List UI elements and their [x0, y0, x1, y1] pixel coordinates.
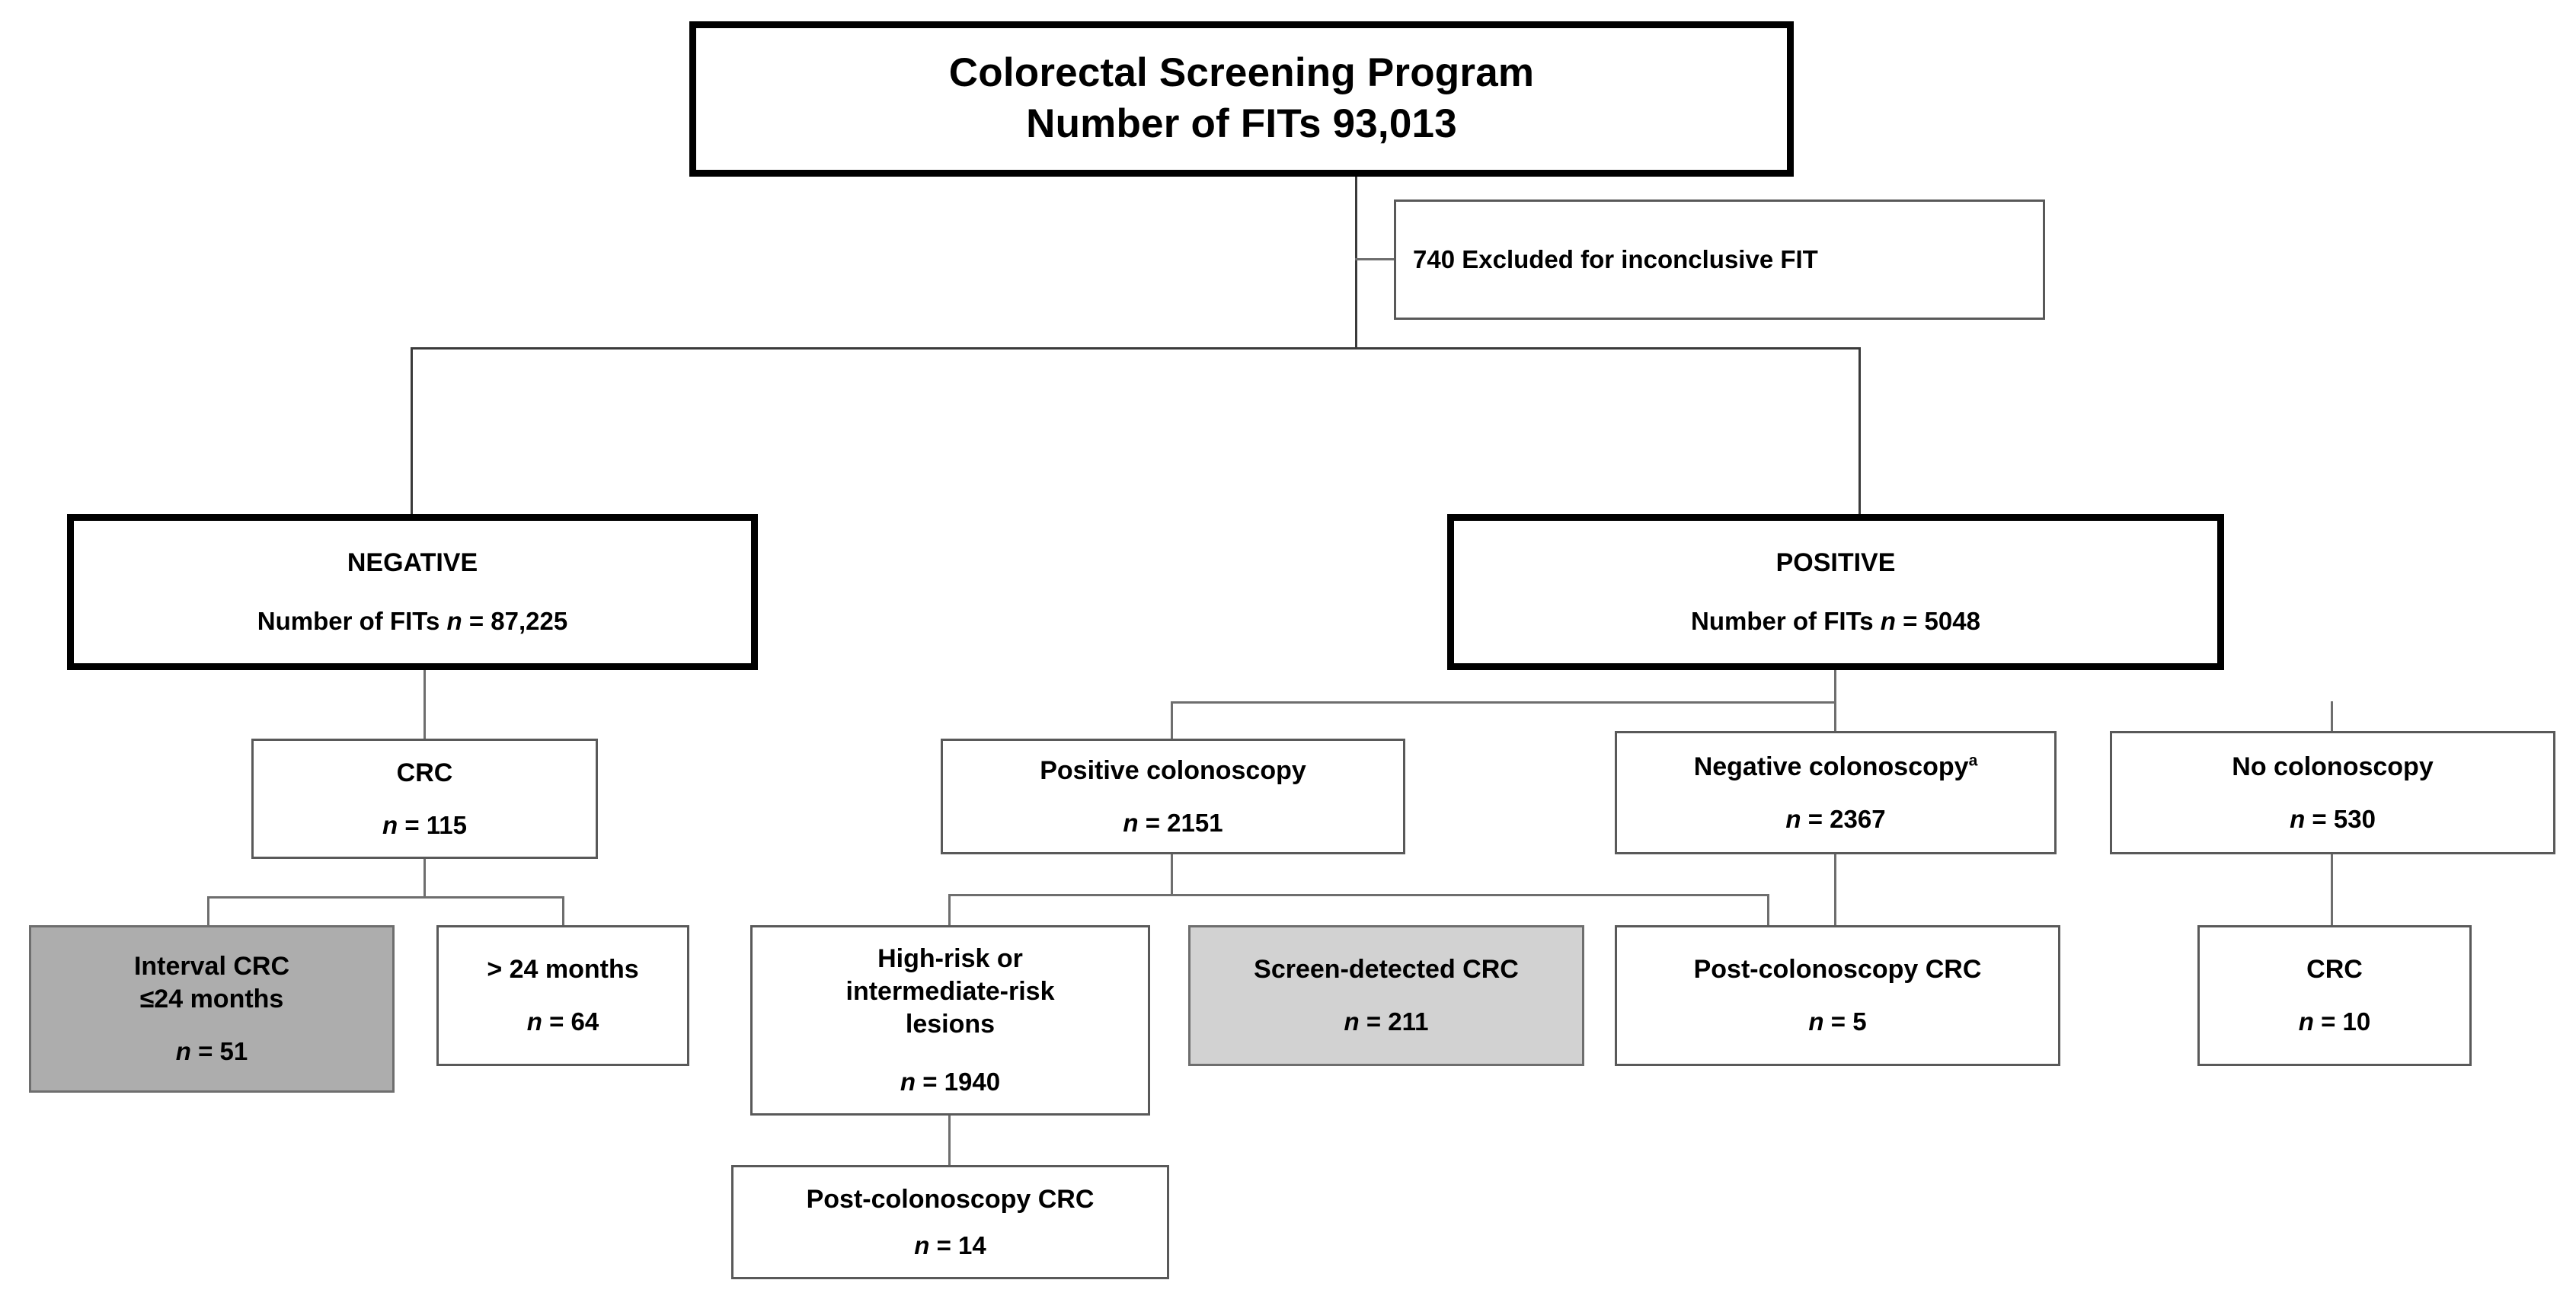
high-risk-line2: intermediate-risk	[845, 976, 1055, 1006]
negative-detail: Number of FITs n = 87,225	[257, 607, 568, 636]
connector-crc-to-interval	[207, 896, 209, 927]
screen-detected-crc-count: n = 211	[1344, 1007, 1429, 1036]
connector-highrisk-to-postcolo	[948, 1116, 951, 1166]
no-colonoscopy-count: n = 530	[2290, 804, 2376, 833]
node-over-24-months[interactable]: > 24 months n = 64	[436, 925, 689, 1066]
positive-colonoscopy-count: n = 2151	[1123, 808, 1223, 837]
interval-crc-count: n = 51	[175, 1037, 248, 1066]
connector-poscolo-stem	[1171, 854, 1173, 895]
node-excluded[interactable]: 740 Excluded for inconclusive FIT	[1394, 200, 2045, 320]
node-high-risk-lesions[interactable]: High-risk or intermediate-risk lesions n…	[750, 925, 1150, 1116]
no-colonoscopy-heading: No colonoscopy	[2232, 752, 2434, 781]
high-risk-line3: lesions	[905, 1009, 996, 1039]
connector-bus-to-negative	[411, 347, 413, 515]
positive-colonoscopy-heading: Positive colonoscopy	[1040, 755, 1306, 785]
connector-root-stem	[1355, 177, 1357, 349]
high-risk-line1: High-risk or	[877, 943, 1023, 973]
connector-crc-to-over24	[562, 896, 564, 927]
post-colonoscopy-crc-neg-count: n = 5	[1808, 1007, 1867, 1036]
footnote-marker-a: a	[1968, 752, 1978, 770]
node-negative-colonoscopy[interactable]: Negative colonoscopya n = 2367	[1615, 731, 2057, 854]
over-24-heading: > 24 months	[487, 955, 639, 985]
root-title-line1: Colorectal Screening Program	[948, 50, 1535, 96]
connector-positive-to-negcolo	[1834, 701, 1836, 732]
connector-root-to-excluded	[1355, 258, 1396, 260]
node-no-colonoscopy[interactable]: No colonoscopy n = 530	[2110, 731, 2555, 854]
negative-heading: NEGATIVE	[347, 548, 478, 578]
negative-colonoscopy-heading: Negative colonoscopya	[1693, 752, 1978, 781]
connector-positive-stem	[1834, 670, 1836, 703]
interval-crc-line2: ≤24 months	[139, 985, 284, 1014]
interval-crc-line1: Interval CRC	[133, 952, 290, 982]
connector-negative-to-crc	[423, 670, 426, 739]
positive-detail: Number of FITs n = 5048	[1691, 607, 1980, 636]
positive-heading: POSITIVE	[1775, 548, 1896, 578]
node-positive[interactable]: POSITIVE Number of FITs n = 5048	[1447, 514, 2224, 670]
over-24-count: n = 64	[526, 1007, 599, 1036]
negative-colonoscopy-count: n = 2367	[1785, 804, 1886, 833]
connector-positive-to-poscolo	[1171, 701, 1173, 739]
no-colonoscopy-crc-heading: CRC	[2306, 955, 2363, 985]
connector-positive-bus	[1171, 701, 1836, 704]
negative-crc-heading: CRC	[396, 758, 453, 787]
node-negative-crc[interactable]: CRC n = 115	[251, 739, 598, 859]
node-root[interactable]: Colorectal Screening Program Number of F…	[689, 21, 1794, 177]
node-post-colonoscopy-crc-negative[interactable]: Post-colonoscopy CRC n = 5	[1615, 925, 2060, 1066]
node-interval-crc[interactable]: Interval CRC ≤24 months n = 51	[29, 925, 395, 1093]
connector-poscolo-to-screencrc	[1767, 894, 1769, 926]
node-no-colonoscopy-crc[interactable]: CRC n = 10	[2197, 925, 2472, 1066]
screen-detected-crc-heading: Screen-detected CRC	[1254, 955, 1519, 985]
connector-poscolo-bus	[948, 894, 1769, 896]
post-colonoscopy-crc-hr-heading: Post-colonoscopy CRC	[806, 1184, 1095, 1214]
connector-poscolo-to-highrisk	[948, 894, 951, 926]
node-positive-colonoscopy[interactable]: Positive colonoscopy n = 2151	[941, 739, 1405, 854]
connector-positive-to-nocolo	[2331, 701, 2333, 732]
connector-crc-stem	[423, 859, 426, 897]
connector-bus-to-positive	[1858, 347, 1861, 515]
high-risk-count: n = 1940	[900, 1068, 1001, 1096]
negative-crc-count: n = 115	[382, 810, 468, 839]
connector-negcolo-to-postcolo	[1834, 854, 1836, 926]
post-colonoscopy-crc-hr-count: n = 14	[914, 1231, 986, 1259]
node-screen-detected-crc[interactable]: Screen-detected CRC n = 211	[1188, 925, 1584, 1066]
no-colonoscopy-crc-count: n = 10	[2298, 1007, 2371, 1036]
connector-main-bus	[411, 347, 1861, 350]
connector-crc-bus	[207, 896, 564, 899]
connector-nocolo-to-crc	[2331, 854, 2333, 926]
post-colonoscopy-crc-neg-heading: Post-colonoscopy CRC	[1693, 955, 1982, 985]
root-title-line2: Number of FITs 93,013	[1026, 101, 1457, 146]
node-post-colonoscopy-crc-highrisk[interactable]: Post-colonoscopy CRC n = 14	[731, 1165, 1169, 1279]
node-negative[interactable]: NEGATIVE Number of FITs n = 87,225	[67, 514, 758, 670]
excluded-text: 740 Excluded for inconclusive FIT	[1413, 245, 1818, 274]
